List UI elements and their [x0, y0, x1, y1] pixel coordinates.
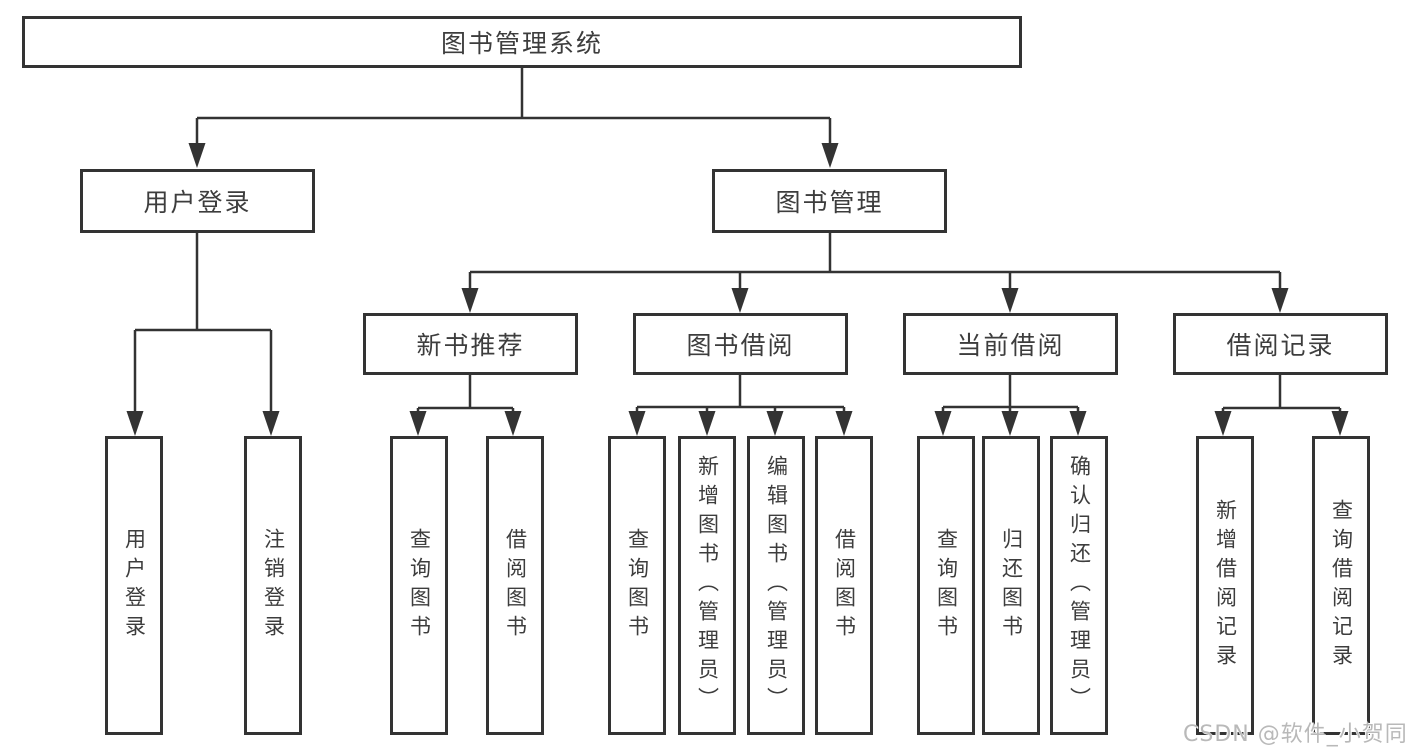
csdn-watermark: CSDN @软件_小贺同学 [1183, 722, 1405, 747]
leaf-add-borrow-record-label: 新增借阅记录 [1213, 498, 1238, 673]
leaf-add-books-admin-label: 新增图书（管理员） [695, 455, 720, 716]
leaf-borrow-books-1-label: 借阅图书 [503, 527, 528, 644]
leaf-query-books-2-label: 查询图书 [625, 527, 650, 644]
leaf-confirm-return-admin: 确认归还（管理员） [1050, 436, 1108, 735]
leaf-logout-label: 注销登录 [261, 527, 286, 644]
leaf-user-login-label: 用户登录 [122, 527, 147, 644]
leaf-borrow-books-1: 借阅图书 [486, 436, 544, 735]
node-new-book-recommend: 新书推荐 [363, 313, 578, 375]
leaf-query-books-3-label: 查询图书 [934, 527, 959, 644]
leaf-confirm-return-admin-label: 确认归还（管理员） [1067, 455, 1092, 716]
leaf-query-books-1: 查询图书 [390, 436, 448, 735]
leaf-edit-books-admin: 编辑图书（管理员） [747, 436, 805, 735]
leaf-query-books-3: 查询图书 [917, 436, 975, 735]
leaf-return-books: 归还图书 [982, 436, 1040, 735]
leaf-return-books-label: 归还图书 [999, 527, 1024, 644]
leaf-edit-books-admin-label: 编辑图书（管理员） [764, 455, 789, 716]
leaf-query-borrow-record-label: 查询借阅记录 [1329, 498, 1354, 673]
arrowheads [126, 143, 1349, 436]
leaf-query-borrow-record: 查询借阅记录 [1312, 436, 1370, 735]
node-user-login: 用户登录 [80, 169, 315, 233]
leaf-borrow-books-2-label: 借阅图书 [832, 527, 857, 644]
leaf-query-books-2: 查询图书 [608, 436, 666, 735]
node-library-system: 图书管理系统 [22, 16, 1022, 68]
node-current-borrow: 当前借阅 [903, 313, 1118, 375]
leaf-query-books-1-label: 查询图书 [407, 527, 432, 644]
leaf-add-books-admin: 新增图书（管理员） [678, 436, 736, 735]
leaf-borrow-books-2: 借阅图书 [815, 436, 873, 735]
node-borrow-records: 借阅记录 [1173, 313, 1388, 375]
leaf-user-login: 用户登录 [105, 436, 163, 735]
leaf-logout: 注销登录 [244, 436, 302, 735]
leaf-add-borrow-record: 新增借阅记录 [1196, 436, 1254, 735]
node-book-management: 图书管理 [712, 169, 947, 233]
node-book-borrow: 图书借阅 [633, 313, 848, 375]
